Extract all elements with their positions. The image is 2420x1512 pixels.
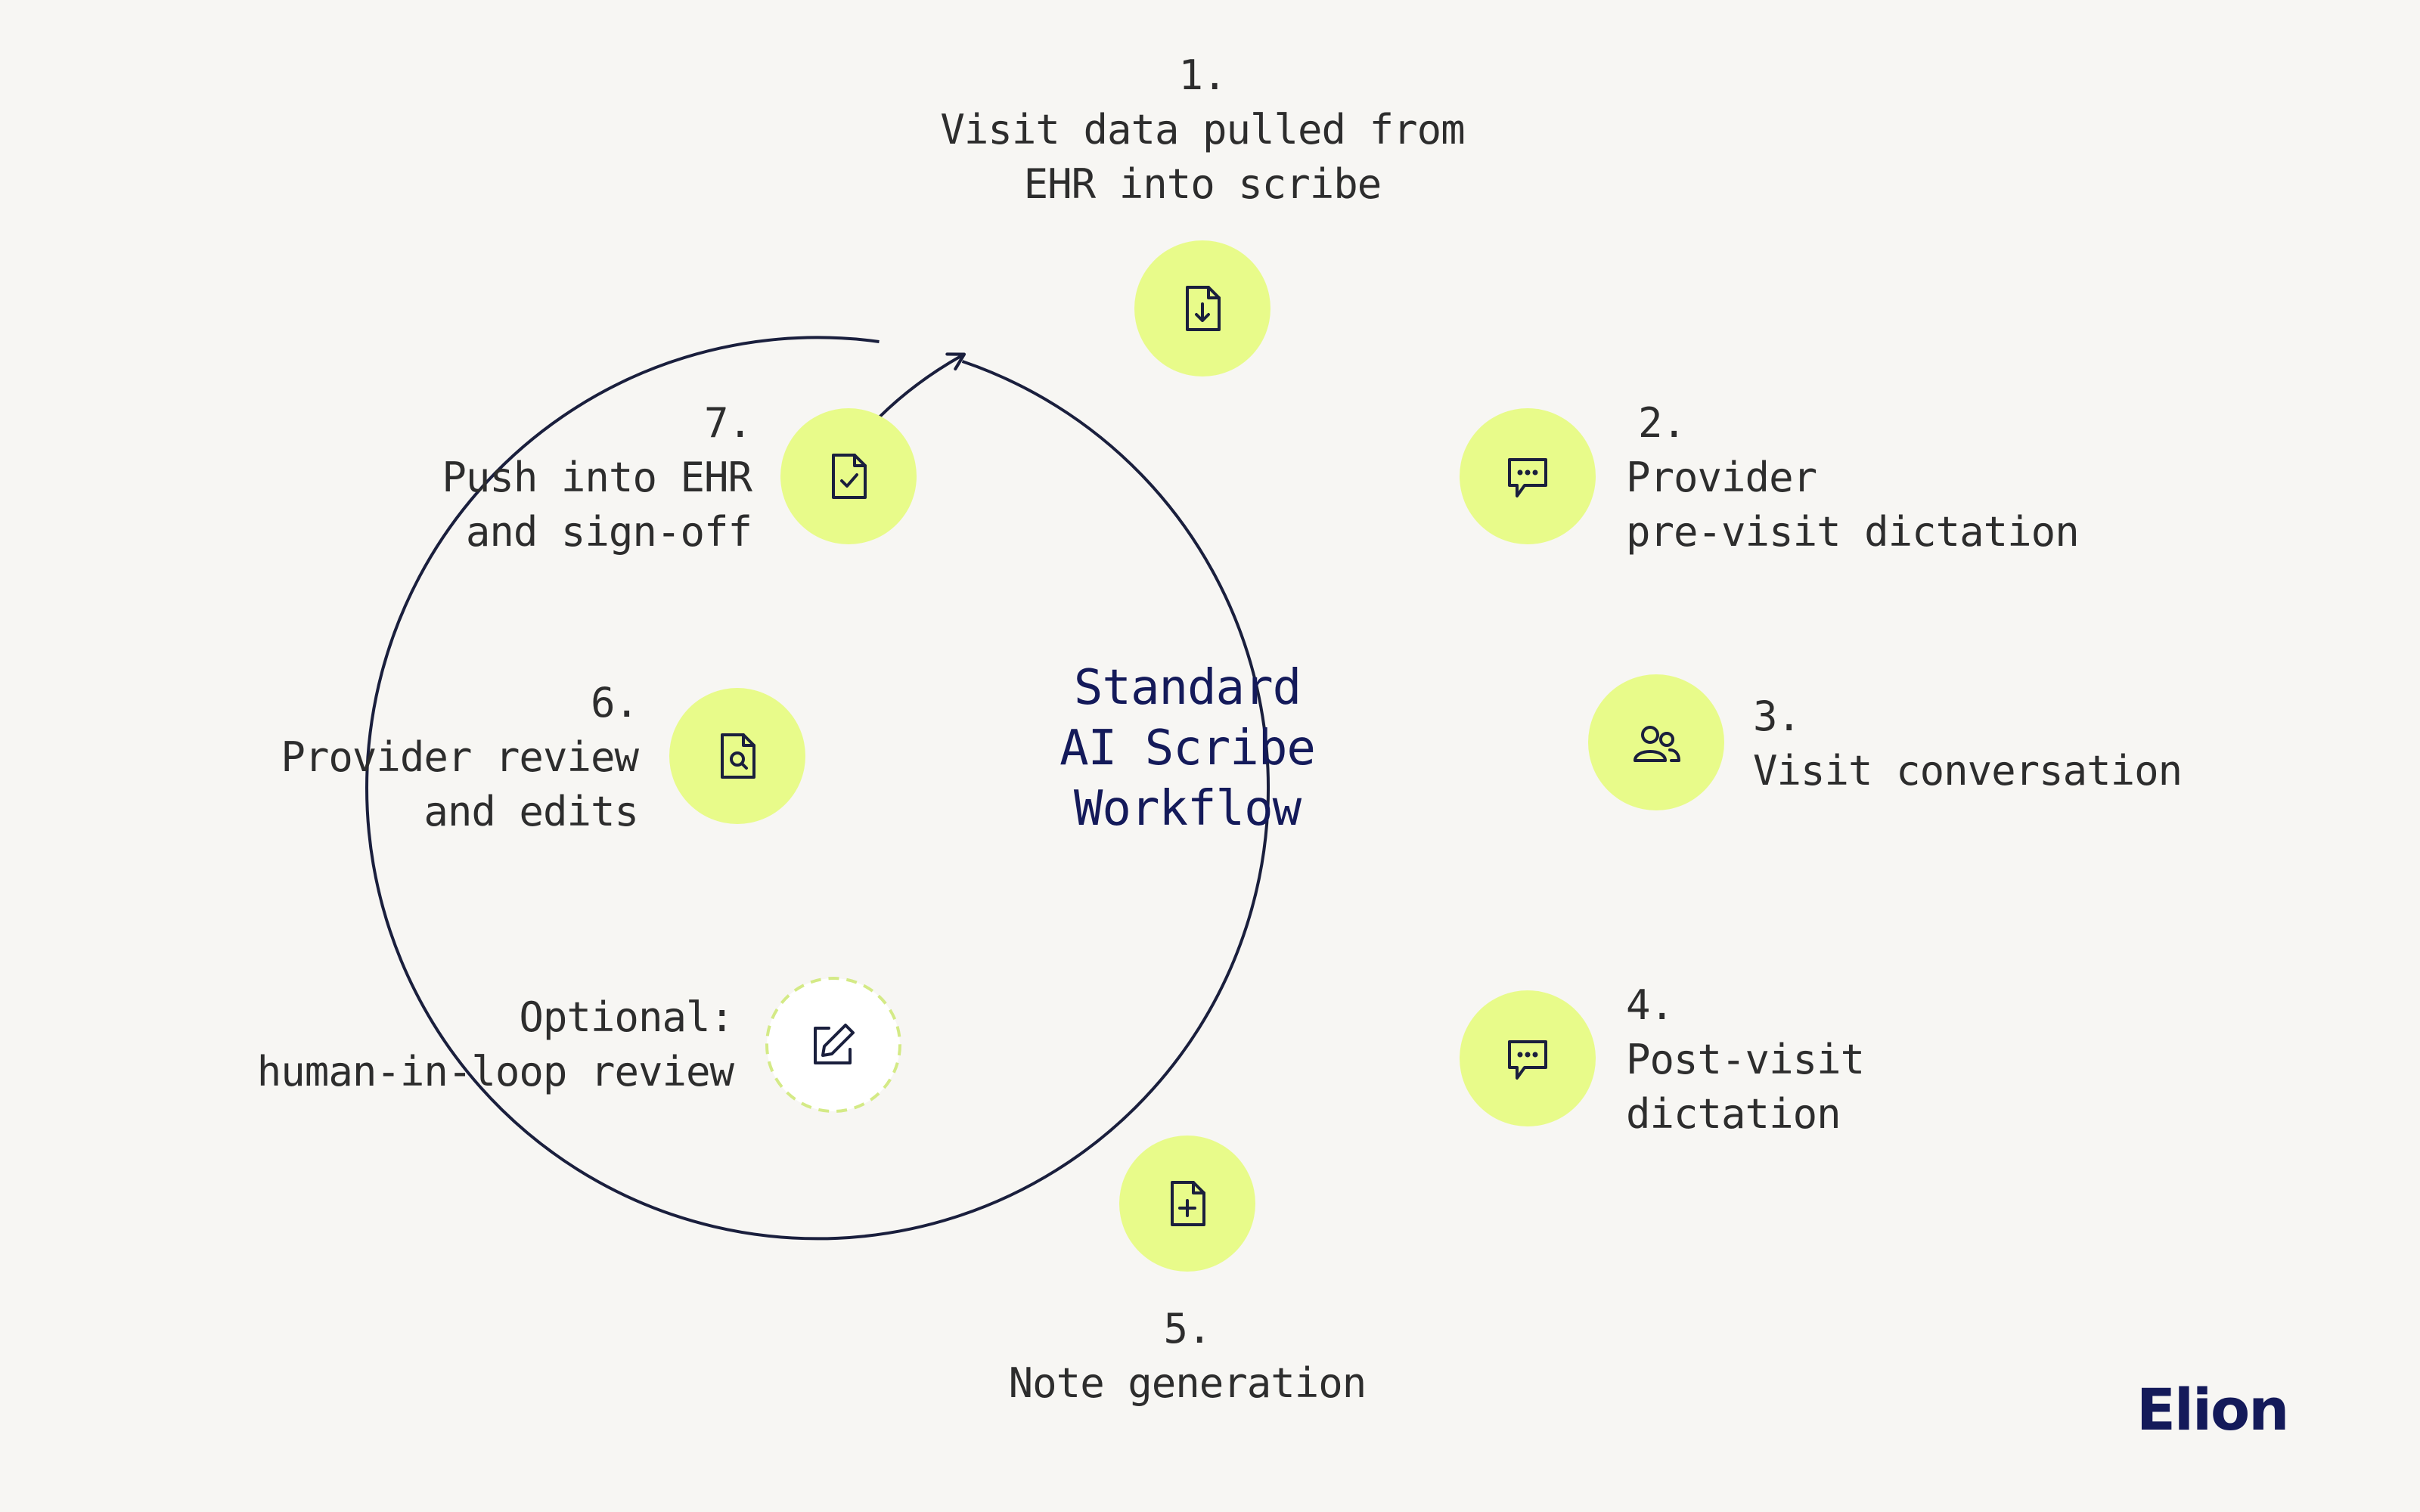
title-line: Standard <box>1073 660 1302 716</box>
step-4-node <box>1460 990 1596 1126</box>
step-4-label: 4. Post-visit dictation <box>1626 978 1865 1142</box>
file-plus-icon <box>1171 1181 1205 1226</box>
step-text-line: Provider review <box>281 733 639 781</box>
step-number: 6. <box>590 679 639 727</box>
elion-logo: Elion <box>2136 1376 2289 1443</box>
file-check-icon <box>832 454 867 499</box>
step-text-line: and sign-off <box>465 508 752 556</box>
step-2-node <box>1460 408 1596 544</box>
step-7-node <box>780 408 917 544</box>
file-download-icon <box>1186 286 1221 331</box>
step-number: 4. <box>1626 981 1674 1029</box>
step-2-label: 2. Provider pre-visit dictation <box>1626 396 2080 559</box>
users-icon <box>1634 726 1680 762</box>
step-number: 3. <box>1753 692 1801 740</box>
chat-bubble-icon <box>1508 458 1547 497</box>
optional-review-label: Optional: human-in-loop review <box>113 990 734 1099</box>
chat-bubble-icon <box>1508 1040 1547 1080</box>
step-text-line: human-in-loop review <box>256 1048 734 1095</box>
pencil-icon <box>814 1024 855 1064</box>
step-text-line: and edits <box>424 788 639 835</box>
step-text-line: Visit conversation <box>1753 747 2183 795</box>
step-text-line: Provider <box>1626 454 1817 501</box>
diagram-title: Standard AI Scribe Workflow <box>1036 658 1339 839</box>
step-3-node <box>1588 674 1724 810</box>
step-text-line: dictation <box>1626 1090 1841 1138</box>
title-line: AI Scribe <box>1060 720 1316 776</box>
step-6-label: 6. Provider review and edits <box>113 676 639 839</box>
step-number: 2. <box>1638 399 1686 447</box>
step-5-label: 5. Note generation <box>885 1302 1490 1411</box>
step-5-node <box>1119 1136 1255 1272</box>
step-number: 1. <box>1178 51 1227 99</box>
step-text-line: Post-visit <box>1626 1036 1865 1083</box>
optional-review-node <box>765 977 901 1113</box>
title-line: Workflow <box>1073 781 1302 837</box>
return-arrow <box>878 352 966 419</box>
step-text-line: Visit data pulled from <box>940 106 1465 153</box>
step-text-line: Optional: <box>519 993 734 1041</box>
step-number: 5. <box>1163 1305 1212 1352</box>
step-1-node <box>1134 240 1270 376</box>
step-text-line: EHR into scribe <box>1023 160 1382 208</box>
step-1-label: 1. Visit data pulled from EHR into scrib… <box>900 48 1505 212</box>
step-text-line: Push into EHR <box>442 454 752 501</box>
step-3-label: 3. Visit conversation <box>1753 689 2183 798</box>
file-search-icon <box>721 733 755 779</box>
step-7-label: 7. Push into EHR and sign-off <box>113 396 752 559</box>
step-text-line: pre-visit dictation <box>1626 508 2080 556</box>
step-6-node <box>669 688 805 824</box>
step-number: 7. <box>703 399 752 447</box>
step-text-line: Note generation <box>1008 1359 1367 1407</box>
workflow-ring <box>365 336 1270 1241</box>
